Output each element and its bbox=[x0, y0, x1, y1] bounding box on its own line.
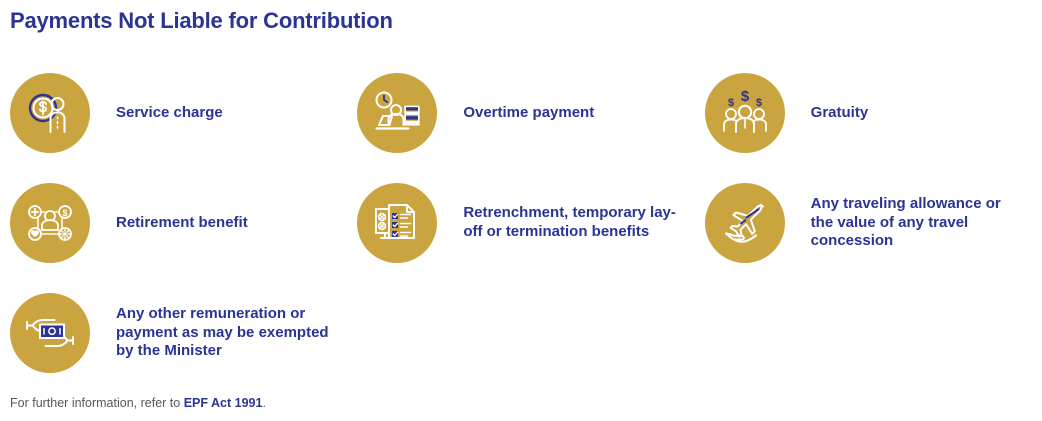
items-grid: Service charge bbox=[0, 58, 1042, 388]
items-row: $ Retirement benefit bbox=[0, 168, 1042, 278]
item-service-charge[interactable]: Service charge bbox=[0, 58, 347, 168]
epf-act-link[interactable]: EPF Act 1991 bbox=[183, 396, 263, 410]
group-dollar-icon: $ $ $ bbox=[704, 73, 785, 153]
item-gratuity[interactable]: $ $ $ Gratuity bbox=[695, 58, 1042, 168]
item-other-remuneration[interactable]: Any other remuneration or payment as may… bbox=[0, 278, 347, 388]
coin-person-icon bbox=[10, 73, 90, 153]
footer-suffix: . bbox=[262, 396, 266, 410]
item-retrenchment[interactable]: Retrenchment, temporary lay-off or termi… bbox=[347, 168, 694, 278]
item-label: Any other remuneration or payment as may… bbox=[116, 304, 329, 360]
svg-text:$: $ bbox=[756, 97, 762, 109]
items-row: Service charge bbox=[0, 58, 1042, 168]
svg-text:$: $ bbox=[728, 97, 734, 109]
svg-text:$: $ bbox=[740, 88, 749, 105]
item-label: Retrenchment, temporary lay-off or termi… bbox=[463, 204, 676, 240]
item-retirement-benefit[interactable]: $ Retirement benefit bbox=[0, 168, 347, 278]
item-overtime-payment[interactable]: Overtime payment bbox=[347, 58, 694, 168]
svg-text:$: $ bbox=[62, 208, 67, 218]
item-label: Service charge bbox=[116, 103, 223, 121]
item-label: Retirement benefit bbox=[116, 213, 248, 231]
item-label: Overtime payment bbox=[463, 103, 595, 121]
item-travel-allowance[interactable]: Any traveling allowance or the value of … bbox=[695, 168, 1042, 278]
item-label: Any traveling allowance or the value of … bbox=[810, 194, 1001, 250]
monitor-checklist-icon bbox=[357, 183, 438, 263]
clock-desk-worker-icon bbox=[357, 73, 438, 153]
airplane-hand-icon bbox=[704, 183, 785, 263]
page-title: Payments Not Liable for Contribution bbox=[10, 8, 393, 33]
hands-banknote-icon bbox=[10, 293, 90, 373]
items-row: Any other remuneration or payment as may… bbox=[0, 278, 1042, 388]
person-benefits-icon: $ bbox=[10, 183, 90, 263]
footer-note: For further information, refer to EPF Ac… bbox=[10, 396, 266, 410]
footer-prefix: For further information, refer to bbox=[10, 396, 184, 410]
item-label: Gratuity bbox=[810, 103, 869, 121]
